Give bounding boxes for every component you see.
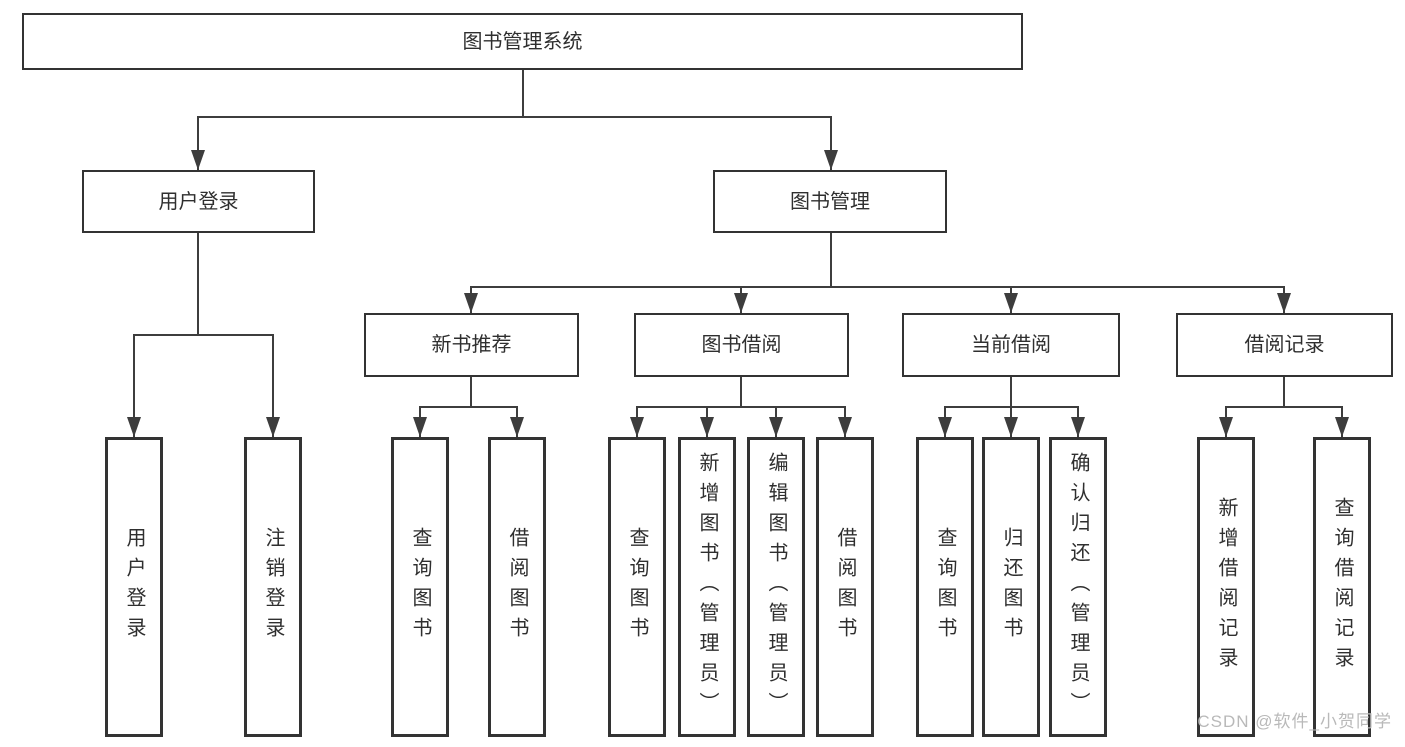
node-label: 用户登录 <box>158 190 239 213</box>
leaf-add-borrow-record: 新增借阅记录 <box>1197 437 1255 737</box>
leaf-label: 确认归还（管理员） <box>1067 452 1089 722</box>
connector-current-borrow-branch <box>938 376 1085 438</box>
node-label: 图书管理系统 <box>462 30 583 53</box>
node-new-book-recommend: 新书推荐 <box>364 313 579 377</box>
node-book-borrow: 图书借阅 <box>634 313 849 377</box>
leaf-query-books-current: 查询图书 <box>916 437 974 737</box>
leaf-borrow-books: 借阅图书 <box>816 437 874 737</box>
leaf-query-books-recommend: 查询图书 <box>391 437 449 737</box>
connector-borrow-records-branch <box>1219 376 1349 438</box>
leaf-edit-book-admin: 编辑图书（管理员） <box>747 437 805 737</box>
leaf-label: 用户登录 <box>123 527 145 647</box>
node-label: 借阅记录 <box>1244 334 1325 356</box>
node-book-management: 图书管理 <box>713 170 947 233</box>
leaf-label: 查询图书 <box>409 527 431 647</box>
node-label: 新书推荐 <box>431 334 512 356</box>
node-borrow-records: 借阅记录 <box>1176 313 1393 377</box>
node-current-borrow: 当前借阅 <box>902 313 1120 377</box>
leaf-logout: 注销登录 <box>244 437 302 737</box>
leaf-label: 新增图书（管理员） <box>696 452 718 722</box>
node-label: 当前借阅 <box>971 334 1051 356</box>
node-library-management-system: 图书管理系统 <box>22 13 1023 70</box>
leaf-add-book-admin: 新增图书（管理员） <box>678 437 736 737</box>
leaf-label: 查询图书 <box>934 527 956 647</box>
leaf-label: 新增借阅记录 <box>1215 497 1237 677</box>
leaf-confirm-return-admin: 确认归还（管理员） <box>1049 437 1107 737</box>
connector-root-to-level2 <box>191 69 838 171</box>
connector-book-borrow-branch <box>630 376 852 438</box>
leaf-label: 查询借阅记录 <box>1331 497 1353 677</box>
leaf-label: 借阅图书 <box>834 527 856 647</box>
connector-new-book-recommend-branch <box>413 376 524 438</box>
leaf-query-books-borrow: 查询图书 <box>608 437 666 737</box>
leaf-return-book: 归还图书 <box>982 437 1040 737</box>
leaf-label: 注销登录 <box>262 527 284 647</box>
node-user-login: 用户登录 <box>82 170 315 233</box>
leaf-label: 编辑图书（管理员） <box>765 452 787 722</box>
leaf-label: 借阅图书 <box>506 527 528 647</box>
connector-user-login-branch <box>127 232 280 438</box>
leaf-borrow-books-recommend: 借阅图书 <box>488 437 546 737</box>
node-label: 图书借阅 <box>701 334 782 356</box>
node-label: 图书管理 <box>790 190 870 213</box>
leaf-label: 归还图书 <box>1000 527 1022 647</box>
leaf-user-login: 用户登录 <box>105 437 163 737</box>
leaf-query-borrow-record: 查询借阅记录 <box>1313 437 1371 737</box>
leaf-label: 查询图书 <box>626 527 648 647</box>
connector-book-management-branch <box>464 232 1291 314</box>
csdn-watermark: CSDN @软件_小贺同学 <box>1197 712 1392 731</box>
